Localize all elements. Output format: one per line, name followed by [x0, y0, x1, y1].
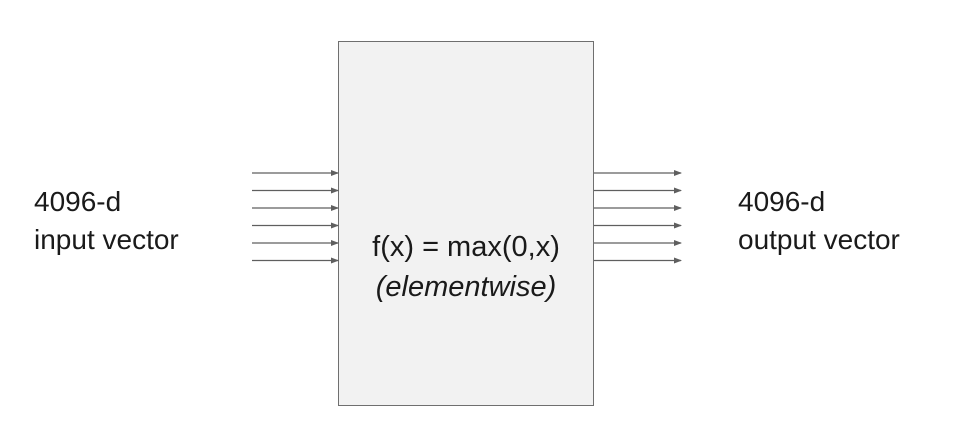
function-text: f(x) = max(0,x) (elementwise)	[339, 227, 593, 307]
function-note: (elementwise)	[375, 271, 557, 303]
input-description-text: input vector	[34, 224, 179, 255]
output-description-text: output vector	[738, 224, 900, 255]
output-vector-label: 4096-d output vector	[738, 183, 900, 259]
output-arrows	[594, 170, 682, 264]
input-vector-label: 4096-d input vector	[34, 183, 179, 259]
input-dimension-text: 4096-d	[34, 186, 122, 217]
output-dimension-text: 4096-d	[738, 186, 826, 217]
function-formula: f(x) = max(0,x)	[372, 231, 560, 263]
relu-function-box: f(x) = max(0,x) (elementwise)	[338, 41, 594, 406]
input-arrows	[252, 170, 339, 264]
